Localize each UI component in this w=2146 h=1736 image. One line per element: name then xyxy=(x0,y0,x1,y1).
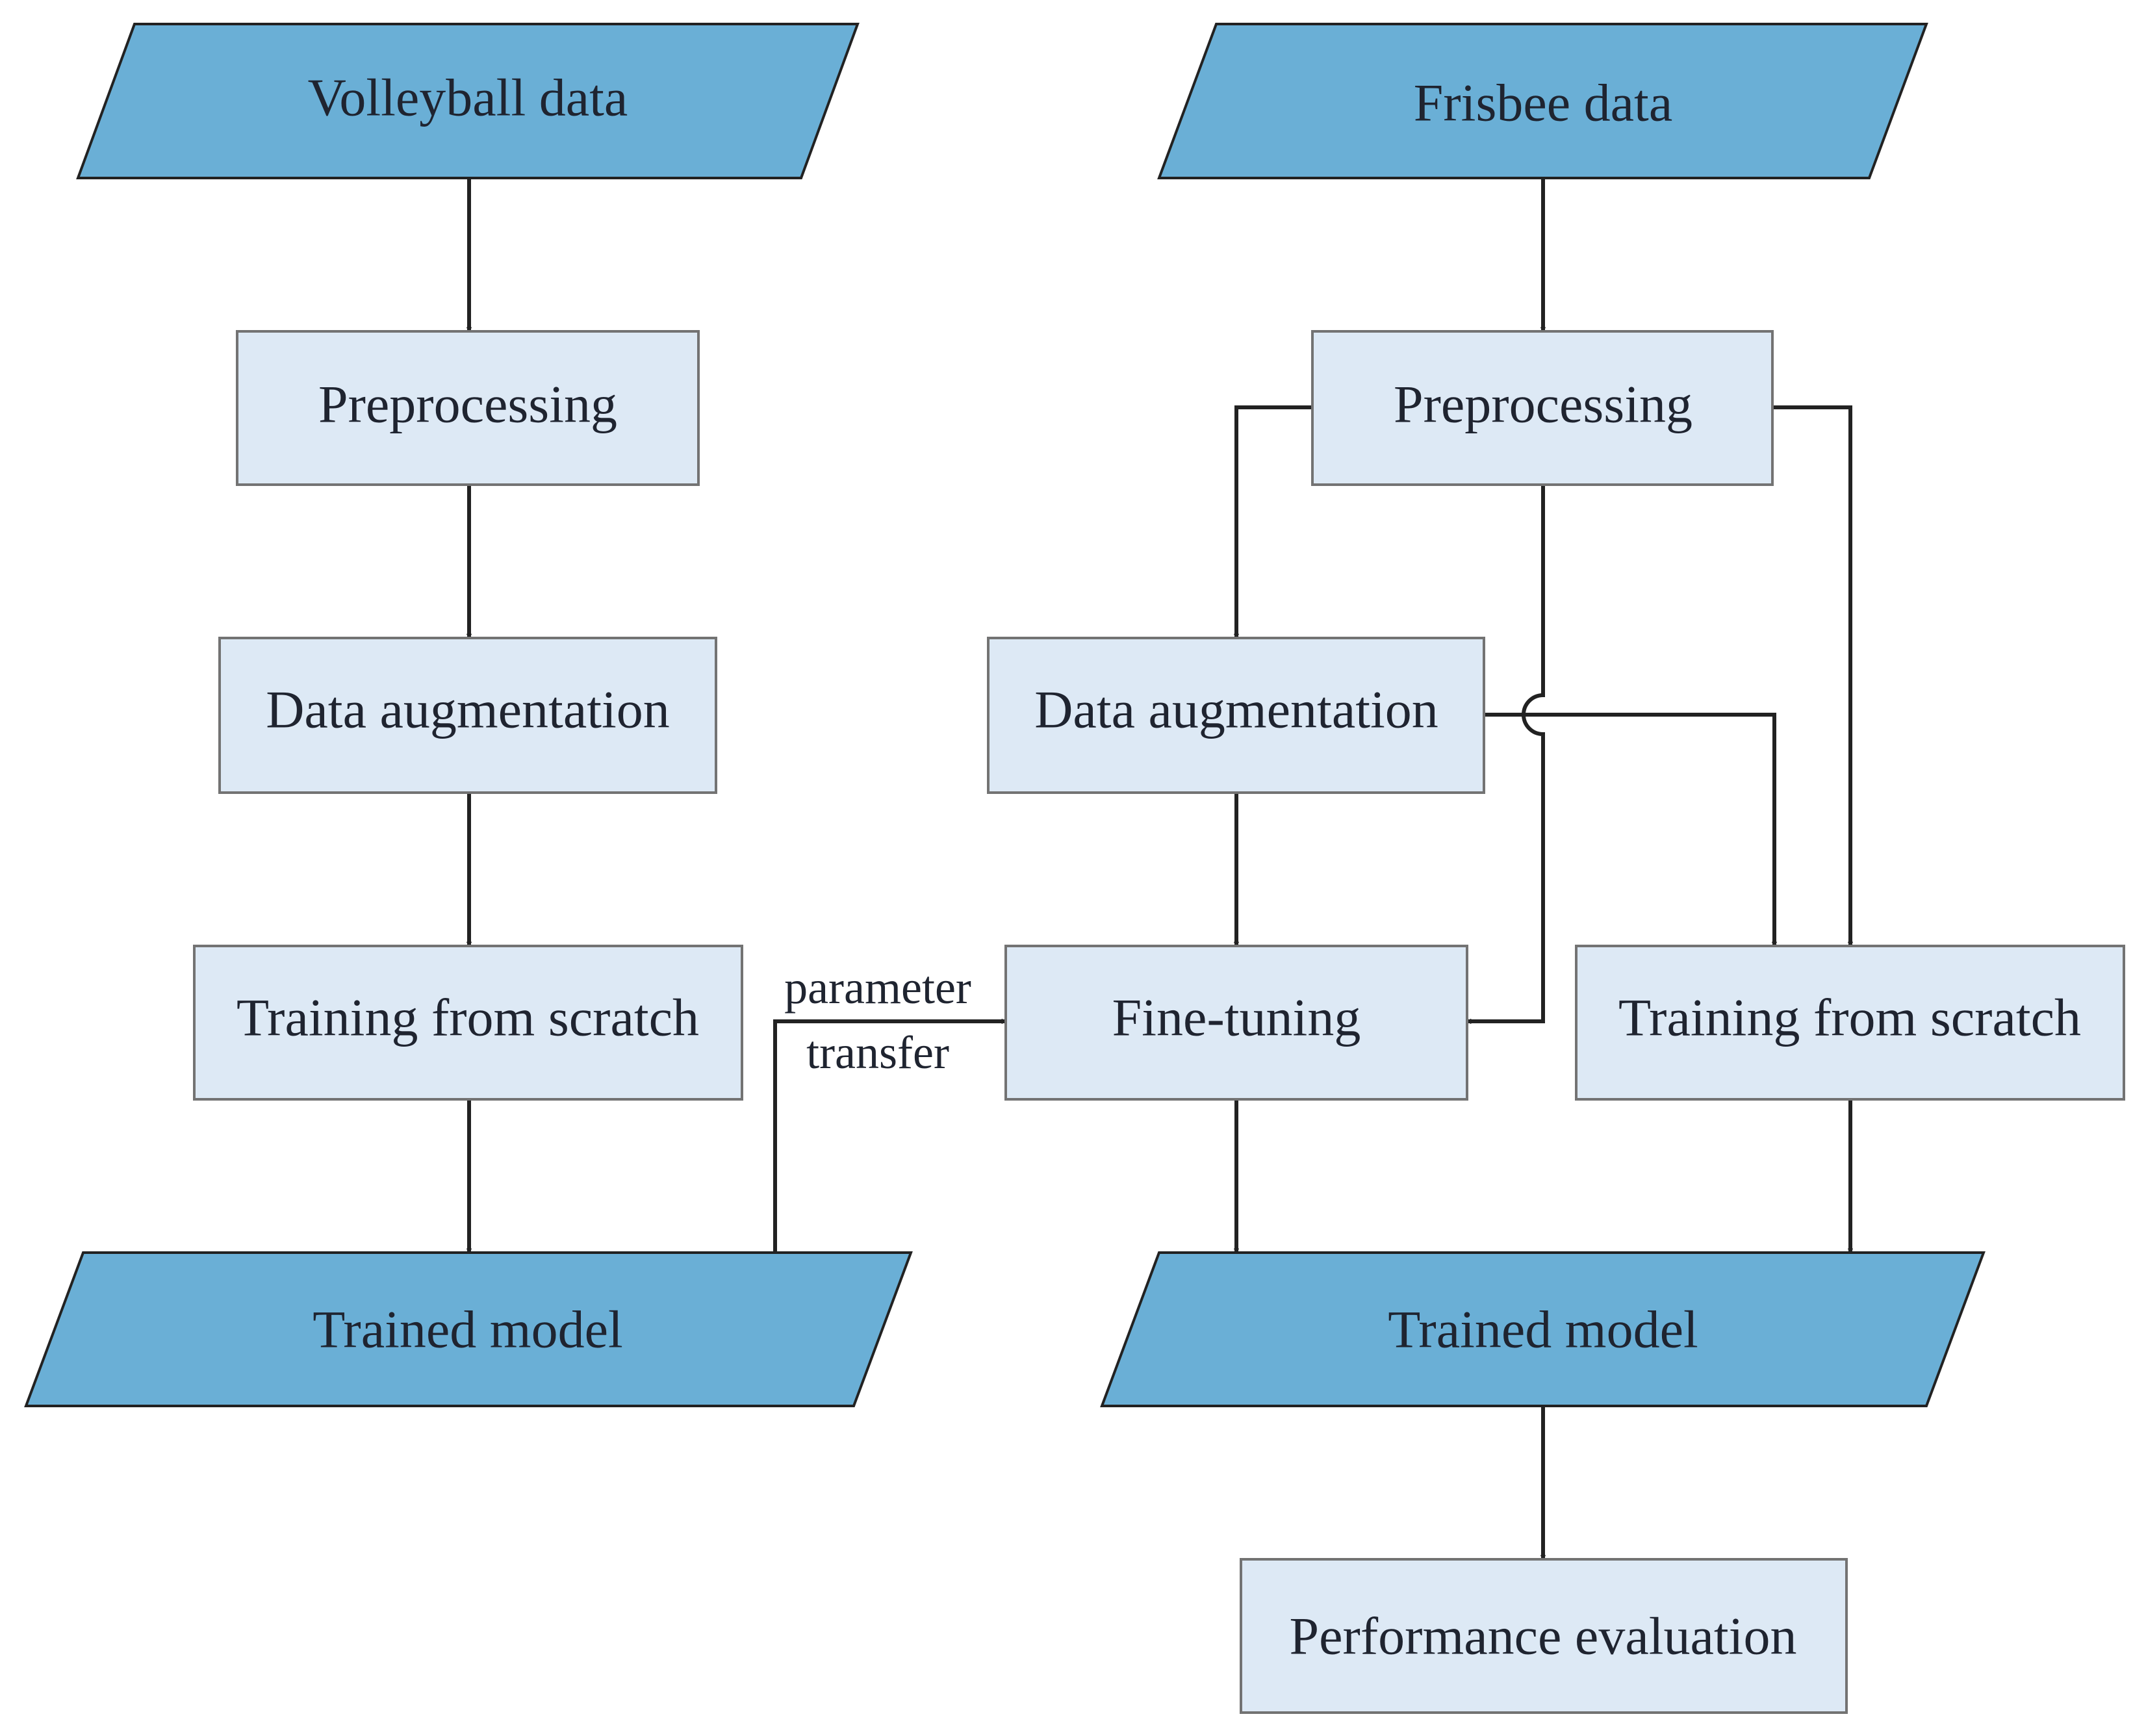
node-right-preprocessing: Preprocessing xyxy=(1311,330,1774,486)
node-left-data-augmentation: Data augmentation xyxy=(218,637,717,794)
node-left-preprocessing: Preprocessing xyxy=(236,330,700,486)
node-right-trained-model: Trained model xyxy=(1100,1251,1986,1407)
parameter-transfer-label: parameter transfer xyxy=(784,962,971,1079)
node-fine-tuning-label: Fine-tuning xyxy=(1112,988,1361,1047)
node-right-data-augmentation: Data augmentation xyxy=(987,637,1485,794)
node-left-training-from-scratch: Training from scratch xyxy=(193,945,743,1101)
node-volleyball-data: Volleyball data xyxy=(76,23,860,179)
node-left-training-from-scratch-label: Training from scratch xyxy=(236,988,699,1047)
parameter-transfer-line1: parameter xyxy=(784,962,971,1014)
node-left-trained-model-label: Trained model xyxy=(313,1300,623,1359)
node-volleyball-data-label: Volleyball data xyxy=(308,68,628,127)
edges xyxy=(466,178,1854,1561)
node-right-preprocessing-label: Preprocessing xyxy=(1394,375,1693,434)
node-left-preprocessing-label: Preprocessing xyxy=(318,375,617,434)
node-performance-evaluation-label: Performance evaluation xyxy=(1290,1607,1797,1666)
node-left-trained-model: Trained model xyxy=(24,1251,913,1407)
edge-parameter-transfer xyxy=(773,1018,1007,1253)
node-right-training-from-scratch-label: Training from scratch xyxy=(1618,988,2081,1047)
edge-right-preprocessing-to-augmentation xyxy=(1233,405,1312,639)
node-performance-evaluation: Performance evaluation xyxy=(1240,1558,1848,1714)
node-right-data-augmentation-label: Data augmentation xyxy=(1034,680,1438,739)
edge-right-preprocessing-to-scratch-training xyxy=(1772,405,1854,947)
node-fine-tuning: Fine-tuning xyxy=(1004,945,1468,1101)
node-right-trained-model-label: Trained model xyxy=(1388,1300,1698,1359)
node-frisbee-data: Frisbee data xyxy=(1157,23,1928,179)
node-right-training-from-scratch: Training from scratch xyxy=(1575,945,2125,1101)
node-left-data-augmentation-label: Data augmentation xyxy=(266,680,670,739)
edge-right-augmentation-to-scratch-training xyxy=(1484,713,1778,947)
node-frisbee-data-label: Frisbee data xyxy=(1414,73,1672,133)
parameter-transfer-line2: transfer xyxy=(806,1027,949,1079)
